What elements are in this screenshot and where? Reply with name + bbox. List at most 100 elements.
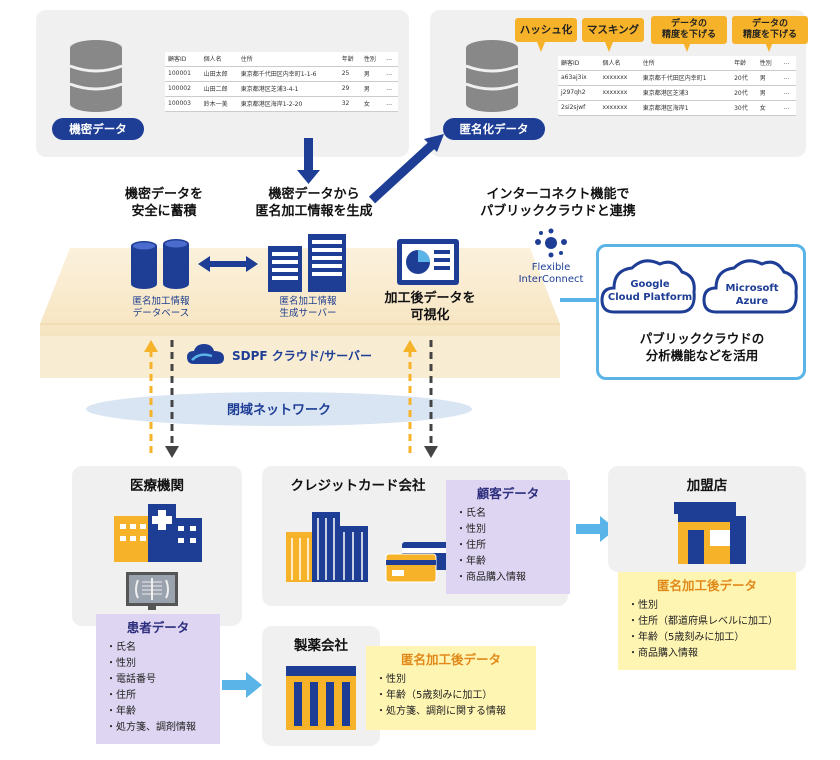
list-item: 住所 <box>456 538 560 554</box>
google-cloud-label: Google Cloud Platform <box>602 278 698 304</box>
table-header-cell: 性別 <box>756 56 781 71</box>
credit-card-title: クレジットカード会社 <box>290 478 426 494</box>
google-cloud-icon <box>600 259 696 314</box>
table-header-cell: 顧客ID <box>558 56 600 71</box>
azure-icon <box>702 259 798 314</box>
table-cell: 東京都港区海岸1-2-20 <box>237 96 339 112</box>
generate-caption-text: 機密データから 匿名加工情報を生成 <box>255 187 373 219</box>
table-cell: 女 <box>756 100 781 116</box>
pharma-anonymized-title: 匿名加工後データ <box>400 652 501 667</box>
closed-network-band <box>86 392 472 426</box>
list-item: 氏名 <box>106 640 210 656</box>
list-item: 電話番号 <box>106 672 210 688</box>
azure-label: Microsoft Azure <box>704 282 800 308</box>
table-cell: 30代 <box>731 100 757 116</box>
table-cell: 山田二郎 <box>200 81 238 97</box>
table-row: a63aj3ix xxxxxxx 東京都千代田区内幸町1 20代 男 … <box>558 70 796 86</box>
office-buildings-icon <box>286 512 368 582</box>
list-item: 処方箋、調剤情報 <box>106 720 210 736</box>
table-cell: 男 <box>756 85 781 101</box>
visualize-caption: 加工後データを 可視化 <box>372 290 488 324</box>
table-cell: 東京都千代田区内幸町1 <box>639 70 732 86</box>
db-label-text: 匿名加工情報 データベース <box>132 296 190 319</box>
table-row: 100003 鈴木一美 東京都港区海岸1-2-20 32 女 … <box>165 96 398 112</box>
merchant-title: 加盟店 <box>686 478 728 494</box>
flexible-interconnect-icon <box>535 228 567 258</box>
interconnect-caption-text: インターコネクト機能で パブリッククラウドと連携 <box>480 187 636 219</box>
table-cell: 女 <box>360 96 384 112</box>
database-icon <box>69 40 123 112</box>
merchant-anonymized-box: 匿名加工後データ 性別 住所（都道府県レベルに加工） 年齢（5歳刻みに加工） 商… <box>618 572 796 670</box>
table-cell: … <box>780 100 796 116</box>
visualize-caption-text: 加工後データを 可視化 <box>384 291 476 323</box>
pharma-anonymized-list: 性別 年齢（5歳刻みに加工） 処方箋、調剤に関する情報 <box>376 672 526 720</box>
customer-data-list: 氏名 性別 住所 年齢 商品購入情報 <box>456 506 560 586</box>
table-cell: 東京都港区芝浦3-4-1 <box>237 81 339 97</box>
table-header-cell: 住所 <box>639 56 732 71</box>
table-header-cell: 性別 <box>360 52 384 67</box>
table-cell: 鈴木一美 <box>200 96 238 112</box>
patient-data-box: 患者データ 氏名 性別 電話番号 住所 年齢 処方箋、調剤情報 <box>96 614 220 744</box>
server-icon <box>268 234 346 292</box>
list-item: 性別 <box>376 672 526 688</box>
list-item: 年齢 <box>106 704 210 720</box>
table-cell: 29 <box>338 81 361 97</box>
credit-cards-icon <box>385 542 452 583</box>
store-caption-text: 機密データを 安全に蓄積 <box>124 187 203 219</box>
pharma-title: 製薬会社 <box>294 638 348 654</box>
fic-label: Flexible InterConnect <box>508 262 594 286</box>
merchant-anonymized-list: 性別 住所（都道府県レベルに加工） 年齢（5歳刻みに加工） 商品購入情報 <box>628 598 786 662</box>
list-item: 商品購入情報 <box>628 646 786 662</box>
table-cell: … <box>383 96 398 112</box>
list-item: 性別 <box>628 598 786 614</box>
list-item: 処方箋、調剤に関する情報 <box>376 704 526 720</box>
precision-tag-text: データの 精度を下げる <box>742 19 797 40</box>
table-cell: xxxxxxx <box>599 85 640 101</box>
list-item: 性別 <box>456 522 560 538</box>
patient-data-title: 患者データ <box>126 620 190 635</box>
cloud-icon <box>187 344 224 364</box>
table-cell: xxxxxxx <box>599 70 640 86</box>
table-header-cell: 個人名 <box>200 52 238 67</box>
interconnect-caption: インターコネクト機能で パブリッククラウドと連携 <box>468 186 648 220</box>
anonymized-data-label: 匿名化データ <box>443 118 545 140</box>
list-item: 年齢（5歳刻みに加工） <box>628 630 786 646</box>
list-item: 年齢 <box>456 554 560 570</box>
bidirectional-arrow-icon <box>198 256 258 272</box>
customer-data-box: 顧客データ 氏名 性別 住所 年齢 商品購入情報 <box>446 480 570 594</box>
precision-tag-text: データの 精度を下げる <box>661 19 716 40</box>
table-cell: 東京都千代田区内幸町1-1-6 <box>237 66 339 82</box>
table-header-cell: … <box>383 52 398 67</box>
table-cell: j297qh2 <box>558 85 600 101</box>
table-cell: 100001 <box>165 66 201 82</box>
pharma-anonymized-box: 匿名加工後データ 性別 年齢（5歳刻みに加工） 処方箋、調剤に関する情報 <box>366 646 536 730</box>
table-cell: 2si2sjwf <box>558 100 600 116</box>
table-cell: 20代 <box>731 70 757 86</box>
table-cell: 東京都港区芝浦3 <box>639 85 732 101</box>
table-header-cell: 顧客ID <box>165 52 201 67</box>
table-header-cell: 個人名 <box>599 56 640 71</box>
table-cell: 100003 <box>165 96 201 112</box>
table-header-cell: 年齢 <box>338 52 361 67</box>
sdpf-label: SDPF クラウド/サーバー <box>232 349 373 363</box>
database-icon <box>131 239 189 289</box>
confidential-data-table: 顧客ID 個人名 住所 年齢 性別 … 100001 山田太郎 東京都千代田区内… <box>165 52 398 112</box>
fic-label-text: Flexible InterConnect <box>518 262 584 285</box>
hospital-title: 医療機関 <box>130 478 184 494</box>
list-item: 住所 <box>106 688 210 704</box>
table-cell: … <box>780 70 796 86</box>
db-label: 匿名加工情報 データベース <box>116 296 206 320</box>
public-cloud-caption-text: パブリッククラウドの 分析機能などを活用 <box>639 331 765 363</box>
precision-tag: データの 精度を下げる <box>651 16 727 44</box>
list-item: 住所（都道府県レベルに加工） <box>628 614 786 630</box>
xray-monitor-icon <box>126 572 178 610</box>
pharma-building-icon <box>286 666 356 730</box>
table-cell: a63aj3ix <box>558 70 600 86</box>
list-item: 商品購入情報 <box>456 570 560 586</box>
dashboard-icon <box>397 239 459 285</box>
table-cell: 東京都港区海岸1 <box>639 100 732 116</box>
patient-data-list: 氏名 性別 電話番号 住所 年齢 処方箋、調剤情報 <box>106 640 210 736</box>
table-header-cell: 年齢 <box>731 56 757 71</box>
table-cell: 32 <box>338 96 361 112</box>
table-row: 100002 山田二郎 東京都港区芝浦3-4-1 29 男 … <box>165 81 398 97</box>
